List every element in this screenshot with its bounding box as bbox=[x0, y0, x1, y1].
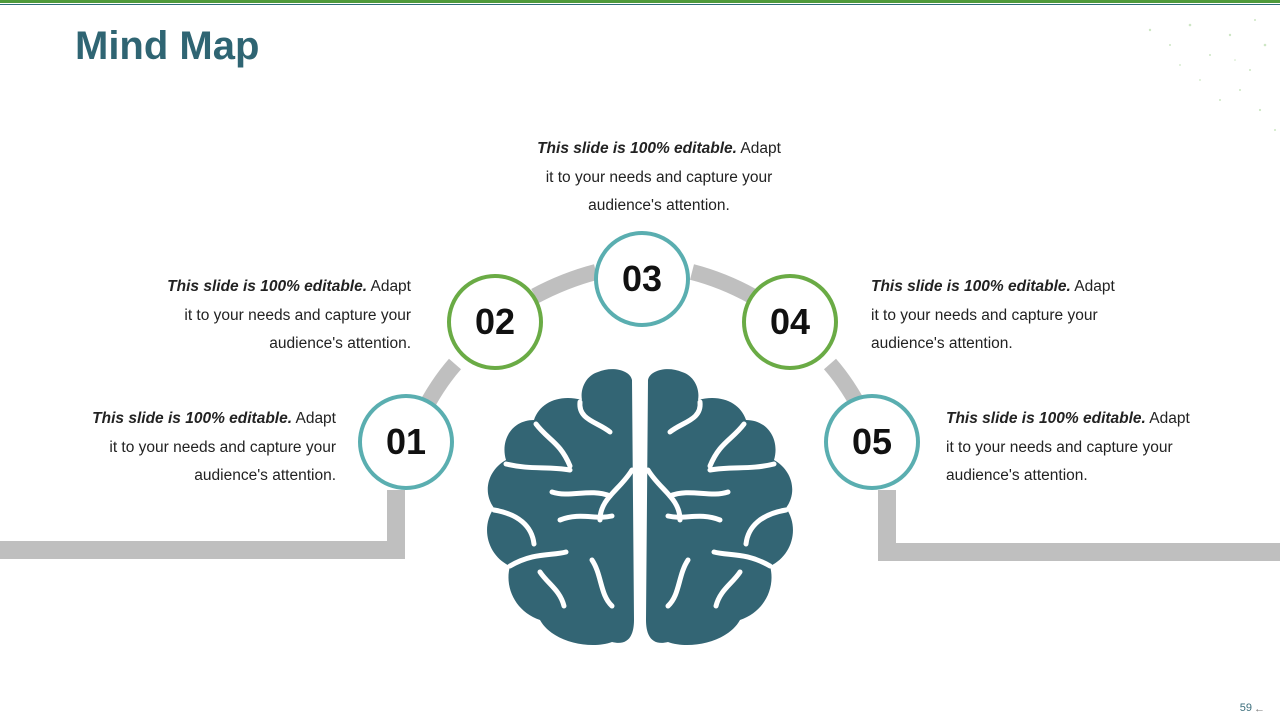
ring-01 bbox=[358, 394, 454, 490]
node-text-lead: This slide is 100% editable. bbox=[167, 278, 368, 295]
node-text-lead: This slide is 100% editable. bbox=[871, 278, 1071, 295]
back-arrow-icon[interactable]: ← bbox=[1254, 703, 1265, 715]
node-text-line3: audience's attention. bbox=[269, 335, 411, 352]
node-number-01: 01 bbox=[385, 421, 427, 462]
node-number-02: 02 bbox=[474, 301, 516, 342]
node-text-line2: it to your needs and capture your bbox=[109, 438, 336, 456]
node-text-rest: Adapt bbox=[1070, 278, 1115, 295]
node-text-04: This slide is 100% editable. Adapt it to… bbox=[871, 273, 1141, 359]
node-rings bbox=[358, 231, 920, 490]
slide-title: Mind Map bbox=[75, 24, 260, 68]
ring-03 bbox=[594, 231, 690, 327]
node-text-line3: audience's attention. bbox=[871, 335, 1013, 352]
node-number-04: 04 bbox=[769, 301, 811, 342]
node-text-line2: it to your needs and capture your bbox=[871, 306, 1098, 324]
top-accent-bar bbox=[0, 0, 1280, 6]
node-number-03: 03 bbox=[621, 258, 663, 299]
ring-02 bbox=[447, 274, 543, 370]
node-text-02: This slide is 100% editable. Adapt it to… bbox=[141, 273, 411, 359]
node-text-01: This slide is 100% editable. Adapt it to… bbox=[66, 405, 336, 491]
node-text-lead: This slide is 100% editable. bbox=[92, 410, 293, 427]
ring-04 bbox=[742, 274, 838, 370]
connector-arcs bbox=[422, 264, 863, 406]
node-text-line3: audience's attention. bbox=[588, 197, 730, 214]
top-accent-teal bbox=[0, 4, 1280, 5]
node-text-03: This slide is 100% editable. Adapt it to… bbox=[524, 135, 794, 221]
node-text-05: This slide is 100% editable. Adapt it to… bbox=[946, 405, 1216, 491]
node-text-lead: This slide is 100% editable. bbox=[946, 410, 1146, 427]
node-text-line2: it to your needs and capture your bbox=[545, 168, 773, 186]
node-text-rest: Adapt bbox=[292, 410, 336, 427]
top-accent-green bbox=[0, 0, 1280, 3]
node-text-line2: it to your needs and capture your bbox=[184, 306, 411, 324]
node-text-line3: audience's attention. bbox=[946, 467, 1088, 484]
node-number-05: 05 bbox=[851, 421, 893, 462]
node-text-line3: audience's attention. bbox=[194, 467, 336, 484]
node-text-line2: it to your needs and capture your bbox=[946, 438, 1173, 456]
corner-texture bbox=[1148, 19, 1276, 131]
node-text-rest: Adapt bbox=[736, 140, 781, 157]
page-number: 59 bbox=[1239, 702, 1252, 714]
node-text-lead: This slide is 100% editable. bbox=[537, 140, 737, 157]
connector-lines bbox=[0, 490, 1280, 561]
brain-icon bbox=[487, 369, 793, 646]
ring-05 bbox=[824, 394, 920, 490]
node-text-rest: Adapt bbox=[1145, 410, 1190, 427]
node-text-rest: Adapt bbox=[367, 278, 411, 295]
